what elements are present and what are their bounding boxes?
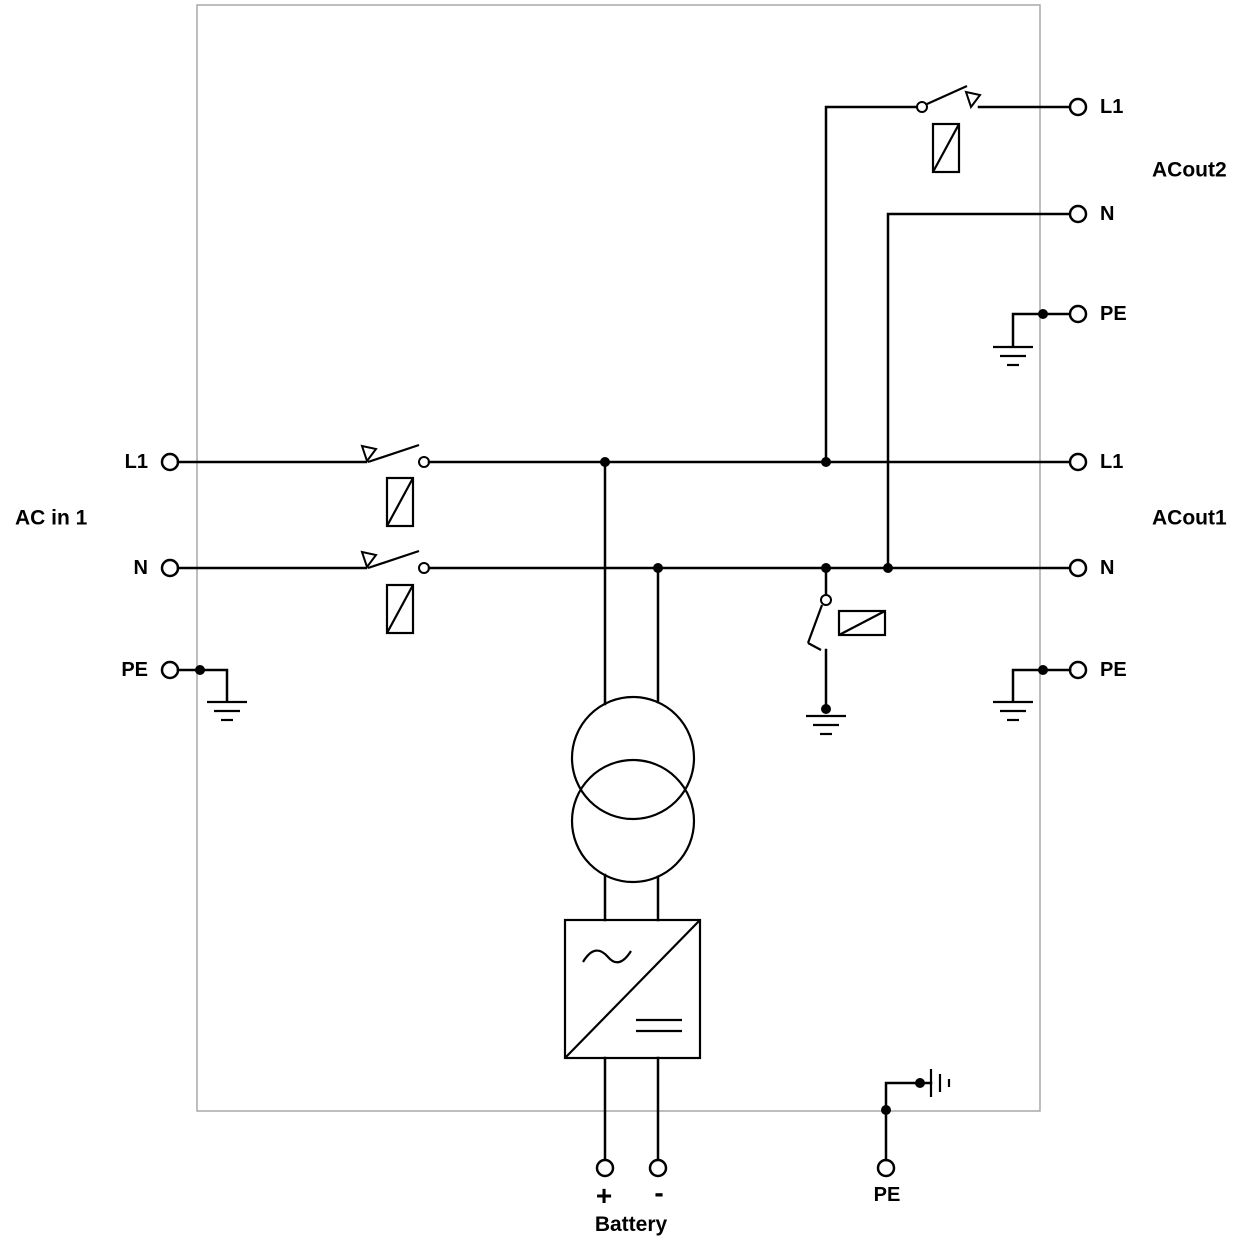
enclosure-outline: [196, 4, 1041, 1112]
ac-in-1-section: [160, 443, 430, 722]
earth-ground-icon: [993, 345, 1033, 367]
ac-in-l1-terminal: [160, 452, 180, 472]
wire-acout1-pe: [1011, 668, 1072, 703]
junction-dot: [1038, 665, 1048, 675]
ac-in-pe-terminal: [160, 660, 180, 680]
earth-ground-icon: [993, 700, 1033, 722]
input-breaker-n-symbol: [360, 549, 430, 635]
junction-dot: [915, 1078, 925, 1088]
ac-sine-icon: [582, 949, 632, 964]
ac-in-n-terminal: [160, 558, 180, 578]
wire-pe-in: [176, 668, 229, 703]
acout2-pe-terminal: [1068, 304, 1088, 324]
acout2-group-label: ACout2: [1152, 159, 1227, 182]
acout1-n-terminal: [1068, 558, 1088, 578]
junction-dot: [1038, 309, 1048, 319]
ac-in-pe-label: PE: [121, 659, 148, 681]
wire-acout2-pe: [1011, 312, 1072, 348]
ac-in-n-label: N: [134, 557, 148, 579]
labels: L1 N PE AC in 1 L1 ACout2 N PE L1 ACout1…: [15, 96, 1227, 1236]
earth-ground-icon: [806, 714, 846, 736]
chassis-ground-icon: [929, 1069, 951, 1097]
acout2-transfer-relay-symbol: [916, 84, 982, 174]
inverter-charger-symbol: [563, 918, 702, 1060]
junction-dot: [881, 1105, 891, 1115]
junction-dot: [195, 665, 205, 675]
acout2-l1-label: L1: [1100, 96, 1123, 118]
ac-out-1-section: [993, 452, 1088, 722]
acout1-pe-terminal: [1068, 660, 1088, 680]
battery-plus-label: +: [596, 1180, 612, 1211]
battery-section: [595, 1056, 668, 1178]
ac-out-2-section: [824, 84, 1088, 570]
junction-dot: [821, 563, 831, 573]
dc-symbol-icon: [636, 1018, 682, 1033]
transformer-symbol: [570, 460, 696, 922]
bottom-pe-terminal: [876, 1158, 896, 1178]
acout1-n-label: N: [1100, 557, 1114, 579]
battery-group-label: Battery: [595, 1213, 668, 1236]
battery-plus-terminal: [595, 1158, 615, 1178]
acout2-n-terminal: [1068, 204, 1088, 224]
wire-acout2-n: [886, 212, 1072, 570]
battery-minus-terminal: [648, 1158, 668, 1178]
acout1-pe-label: PE: [1100, 659, 1127, 681]
ac-bus-wires: [427, 457, 1072, 573]
acout1-l1-terminal: [1068, 452, 1088, 472]
acout2-pe-label: PE: [1100, 303, 1127, 325]
acout1-l1-label: L1: [1100, 451, 1123, 473]
acout2-l1-terminal: [1068, 97, 1088, 117]
wire-bottom-pe: [884, 1081, 933, 1162]
battery-minus-label: -: [654, 1177, 663, 1208]
bottom-pe-section: [876, 1069, 951, 1178]
neutral-ground-relay-symbol: [806, 571, 887, 736]
ac-in-group-label: AC in 1: [15, 507, 88, 530]
wire-acout2-l1-riser: [824, 105, 919, 464]
acout2-n-label: N: [1100, 203, 1114, 225]
ac-in-l1-label: L1: [125, 451, 148, 473]
input-breaker-l1-symbol: [360, 443, 430, 528]
earth-ground-icon: [207, 700, 247, 722]
junction-dot: [821, 704, 831, 714]
bottom-pe-label: PE: [874, 1184, 901, 1206]
acout1-group-label: ACout1: [1152, 507, 1227, 530]
